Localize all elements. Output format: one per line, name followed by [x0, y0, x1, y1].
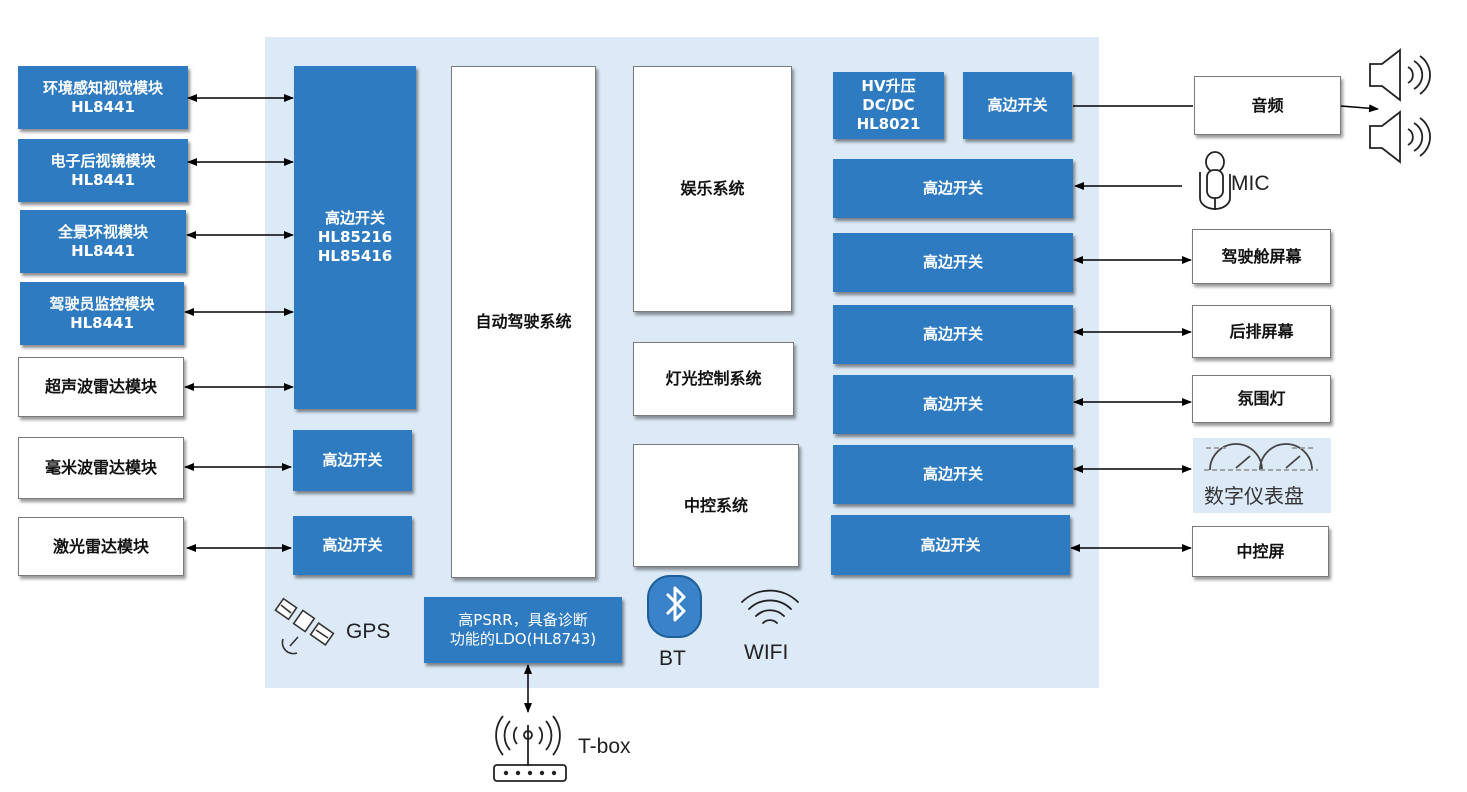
infotainment-system-label: 娱乐系统: [680, 179, 745, 198]
rear-screen-label: 后排屏幕: [1229, 321, 1294, 341]
module-driver-monitor: 驾驶员监控模块 HL8441: [20, 282, 184, 345]
speaker-icon: [1369, 110, 1431, 164]
switch-ambient-light: 高边开关: [833, 375, 1073, 434]
hv-line-3: HL8021: [856, 115, 921, 133]
adas-system: 自动驾驶系统: [451, 66, 596, 578]
cluster-label: 数字仪表盘: [1204, 486, 1304, 508]
lighting-system: 灯光控制系统: [633, 342, 794, 416]
module-mmwave-radar: 毫米波雷达模块: [18, 437, 184, 499]
switch-lidar-label: 高边开关: [322, 536, 383, 554]
wifi-label: WIFI: [744, 641, 789, 664]
switch-mmwave: 高边开关: [293, 430, 412, 491]
switch-cluster-label: 高边开关: [922, 465, 983, 483]
module-surround-view-name: 全景环视模块: [57, 222, 148, 241]
bluetooth-icon: [647, 575, 702, 638]
switch-rear-screen-label: 高边开关: [922, 325, 983, 343]
switch-center-screen-label: 高边开关: [920, 535, 981, 554]
switch-mic: 高边开关: [833, 159, 1073, 218]
module-env-vision-part: HL8441: [71, 97, 135, 116]
switch-audio-label: 高边开关: [987, 96, 1048, 114]
cockpit-screen-label: 驾驶舱屏幕: [1221, 246, 1302, 266]
switch-rear-screen: 高边开关: [833, 305, 1073, 364]
ldo-line-2: 功能的LDO(HL8743): [449, 630, 597, 648]
switch-mic-label: 高边开关: [922, 179, 983, 197]
switch-mmwave-label: 高边开关: [322, 451, 383, 469]
module-env-vision-name: 环境感知视觉模块: [42, 78, 163, 97]
module-e-mirror-name: 电子后视镜模块: [50, 151, 156, 170]
module-e-mirror: 电子后视镜模块 HL8441: [18, 139, 188, 202]
module-surround-view-part: HL8441: [71, 241, 135, 260]
ldo-box: 高PSRR，具备诊断 功能的LDO(HL8743): [424, 597, 622, 663]
satellite-icon: [274, 597, 335, 655]
module-e-mirror-part: HL8441: [71, 170, 135, 189]
left-switch-part-1: HL85216: [317, 228, 393, 246]
switch-ambient-light-label: 高边开关: [922, 395, 983, 413]
hv-line-1: HV升压: [861, 77, 916, 95]
module-mmwave-radar-name: 毫米波雷达模块: [44, 458, 157, 477]
central-control-system: 中控系统: [633, 444, 799, 567]
ldo-line-1: 高PSRR，具备诊断: [458, 611, 588, 629]
hv-boost-dcdc: HV升压 DC/DC HL8021: [833, 72, 944, 139]
switch-cluster: 高边开关: [833, 445, 1073, 504]
module-lidar: 激光雷达模块: [18, 517, 184, 576]
tbox-label: T-box: [578, 735, 631, 758]
switch-audio: 高边开关: [963, 72, 1072, 139]
central-control-system-label: 中控系统: [683, 495, 748, 515]
switch-center-screen: 高边开关: [831, 515, 1070, 575]
audio-box: 音频: [1194, 76, 1341, 135]
module-lidar-name: 激光雷达模块: [52, 536, 149, 556]
cockpit-screen-box: 驾驶舱屏幕: [1192, 229, 1331, 284]
gps-label: GPS: [346, 620, 391, 643]
connector-audio-speaker: [1340, 104, 1379, 113]
module-ultrasonic-radar: 超声波雷达模块: [18, 357, 184, 417]
router-icon: [493, 715, 567, 782]
adas-system-label: 自动驾驶系统: [475, 312, 572, 331]
left-switch-part-2: HL85416: [317, 247, 393, 265]
hv-line-2: DC/DC: [862, 96, 915, 114]
cluster-box: 数字仪表盘: [1193, 438, 1331, 513]
module-env-vision: 环境感知视觉模块 HL8441: [18, 66, 188, 129]
module-driver-monitor-part: HL8441: [70, 313, 134, 332]
module-surround-view: 全景环视模块 HL8441: [20, 210, 186, 273]
ambient-light-box: 氛围灯: [1192, 375, 1331, 423]
module-driver-monitor-name: 驾驶员监控模块: [49, 294, 155, 313]
infotainment-system: 娱乐系统: [633, 66, 792, 312]
switch-cockpit-screen-label: 高边开关: [922, 253, 983, 271]
mic-label: MIC: [1231, 172, 1270, 195]
gauge-icon: [1204, 443, 1318, 471]
rear-screen-box: 后排屏幕: [1192, 305, 1331, 358]
bt-label: BT: [659, 647, 686, 670]
speaker-icon: [1369, 48, 1431, 102]
left-switch-title: 高边开关: [324, 209, 385, 227]
audio-label: 音频: [1251, 95, 1284, 115]
center-screen-box: 中控屏: [1192, 526, 1329, 577]
left-high-side-switch: 高边开关 HL85216 HL85416: [294, 66, 416, 409]
switch-cockpit-screen: 高边开关: [833, 233, 1073, 292]
wifi-icon: [741, 589, 799, 624]
center-screen-label: 中控屏: [1236, 541, 1285, 561]
module-ultrasonic-radar-name: 超声波雷达模块: [44, 377, 157, 396]
switch-lidar: 高边开关: [293, 516, 412, 575]
lighting-system-label: 灯光控制系统: [665, 369, 762, 388]
ambient-light-label: 氛围灯: [1237, 389, 1286, 408]
microphone-icon: [1199, 151, 1231, 210]
